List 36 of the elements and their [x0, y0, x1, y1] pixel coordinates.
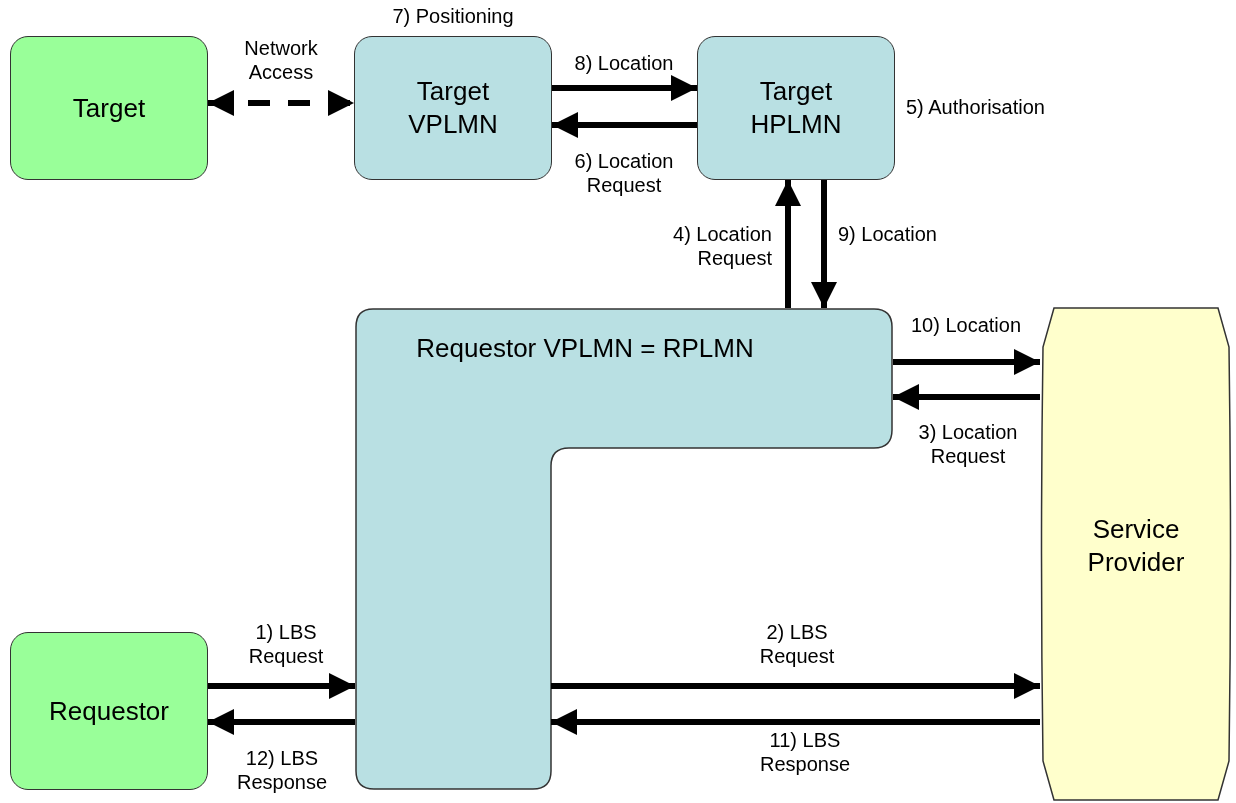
arrow [552, 112, 697, 138]
arrow [811, 180, 837, 308]
node-label: Requestor VPLMN = RPLMN [416, 332, 754, 365]
arrow [893, 349, 1040, 375]
arrow [551, 673, 1040, 699]
endpoint-box [10, 632, 208, 790]
edge-label: 9) Location [838, 222, 937, 246]
node-label: Target [72, 91, 146, 125]
edge-label: 10) Location [909, 313, 1023, 337]
arrow [551, 709, 1040, 735]
node-label: Requestor [49, 694, 169, 728]
arrow [893, 384, 1040, 410]
edge-label: 8) Location [573, 51, 675, 75]
edge-label: 3) Location Request [917, 420, 1019, 468]
arrow [208, 90, 354, 116]
l-shaped-network-block [355, 308, 893, 790]
edge-label: 1) LBS Request [247, 620, 325, 668]
node-caption: 5) Authorisation [906, 95, 1045, 119]
node-label: Target HPLMN [749, 75, 843, 141]
network-box [354, 36, 552, 180]
edge-label: Network Access [243, 36, 319, 84]
edge-label: 11) LBS Response [758, 728, 852, 776]
arrow [552, 75, 697, 101]
node-caption: 7) Positioning [391, 4, 515, 28]
edge-label: 4) Location Request [672, 222, 772, 270]
node-label: Service Provider [1086, 513, 1186, 579]
arrow [208, 709, 355, 735]
network-box [697, 36, 895, 180]
edge-label: 6) Location Request [573, 149, 675, 197]
node-label: Target VPLMN [407, 75, 499, 141]
arrow [208, 673, 355, 699]
endpoint-box [10, 36, 208, 180]
edge-label: 2) LBS Request [758, 620, 836, 668]
provider-block [1040, 307, 1232, 801]
edge-label: 12) LBS Response [235, 746, 329, 794]
arrow [775, 180, 801, 308]
